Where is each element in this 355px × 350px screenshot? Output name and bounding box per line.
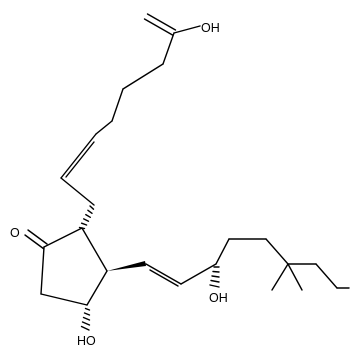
ring-bond — [40, 246, 45, 295]
hashed-wedge-chain-oh — [209, 266, 220, 288]
hashed-wedge-alpha — [78, 205, 95, 230]
ring-bond — [43, 227, 83, 248]
alpha-chain — [60, 13, 201, 206]
ketone-double-bond-b — [27, 229, 48, 245]
ketone-double-bond-a — [24, 234, 45, 250]
chain-bond — [315, 263, 338, 289]
ring-bond — [40, 293, 88, 306]
methyl-bond — [271, 263, 289, 291]
bold-wedge-omega — [107, 261, 146, 271]
chain-bond — [215, 238, 230, 265]
carbonyl-double-bond-a — [146, 13, 177, 31]
chain-hydroxyl-label: OH — [209, 291, 228, 305]
cis-double-bond-inner — [65, 141, 95, 178]
chain-bond — [60, 177, 95, 206]
chain-bond — [122, 63, 164, 90]
ring-bond — [81, 227, 108, 272]
cyclopentane-ring — [24, 227, 108, 306]
chain-bond — [111, 88, 124, 122]
carbonyl-double-bond-b — [143, 18, 174, 36]
carboxyl-oh-label: OH — [201, 21, 220, 35]
trans-double-bond-inner — [149, 269, 179, 287]
acid-oh-bond — [173, 25, 201, 34]
chain-bond — [95, 120, 113, 135]
ring-hydroxyl-label: HO — [77, 334, 96, 348]
chain-bond — [180, 263, 217, 285]
cis-double-bond — [60, 133, 97, 179]
ring-bond — [86, 270, 108, 306]
ketone-oxygen-label: O — [10, 226, 20, 240]
omega-chain — [145, 238, 350, 291]
methyl-bond — [287, 263, 303, 291]
hashed-wedge-ring-oh — [80, 307, 91, 331]
trans-double-bond — [145, 263, 182, 285]
chain-bond — [265, 238, 289, 265]
chain-bond — [162, 32, 175, 65]
